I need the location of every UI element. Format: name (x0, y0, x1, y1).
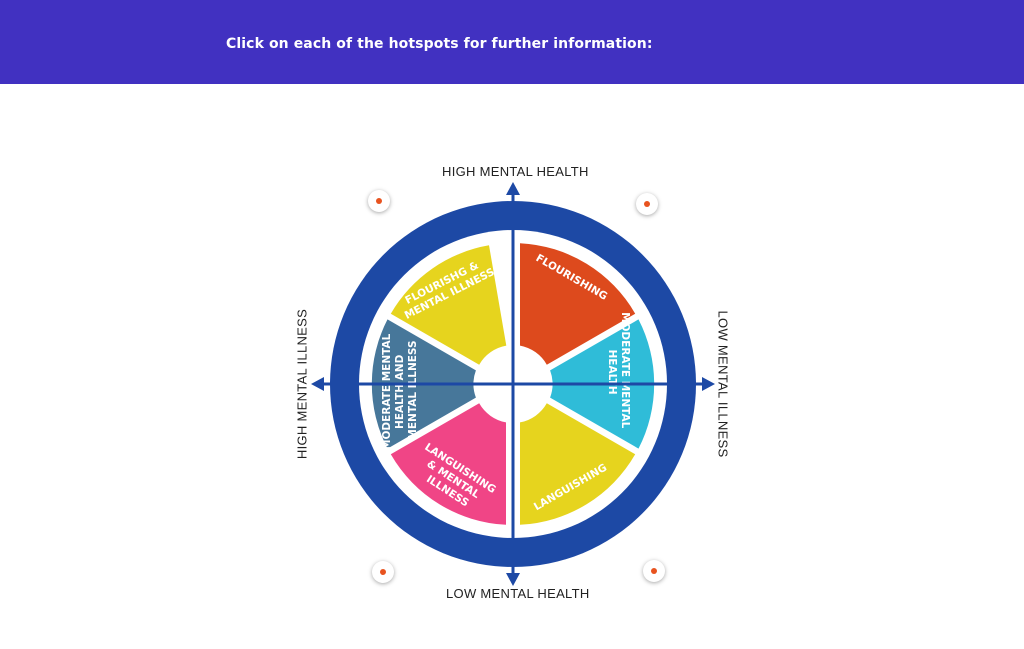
hotspot-bottom-left[interactable] (372, 561, 394, 583)
header-bar: Click on each of the hotspots for furthe… (0, 0, 1024, 84)
hotspot-top-right[interactable] (636, 193, 658, 215)
axis-label-high-mental-illness: HIGH MENTAL ILLNESS (294, 308, 310, 460)
arrow-down-icon (506, 573, 520, 586)
hotspot-top-left[interactable] (368, 190, 390, 212)
arrow-right-icon (702, 377, 715, 391)
label-moderate-mental-health-and-mental-illness: MODERATE MENTAL HEALTH AND MENTAL ILLNES… (381, 330, 419, 450)
axis-lines (320, 191, 706, 577)
segment-languishing[interactable] (520, 403, 636, 525)
axis-label-low-mental-illness: LOW MENTAL ILLNESS (715, 310, 731, 458)
segment-languishing-mental-illness[interactable] (390, 403, 506, 525)
arrow-up-icon (506, 182, 520, 195)
segment-flourishing-mental-illness[interactable] (390, 245, 507, 365)
segment-flourishing[interactable] (520, 243, 636, 365)
hotspot-bottom-right[interactable] (643, 560, 665, 582)
axis-arrowheads (311, 182, 715, 586)
axis-label-low-mental-health: LOW MENTAL HEALTH (446, 586, 590, 601)
arrow-left-icon (311, 377, 324, 391)
instruction-text: Click on each of the hotspots for furthe… (226, 36, 653, 52)
axis-label-high-mental-health: HIGH MENTAL HEALTH (442, 164, 589, 179)
